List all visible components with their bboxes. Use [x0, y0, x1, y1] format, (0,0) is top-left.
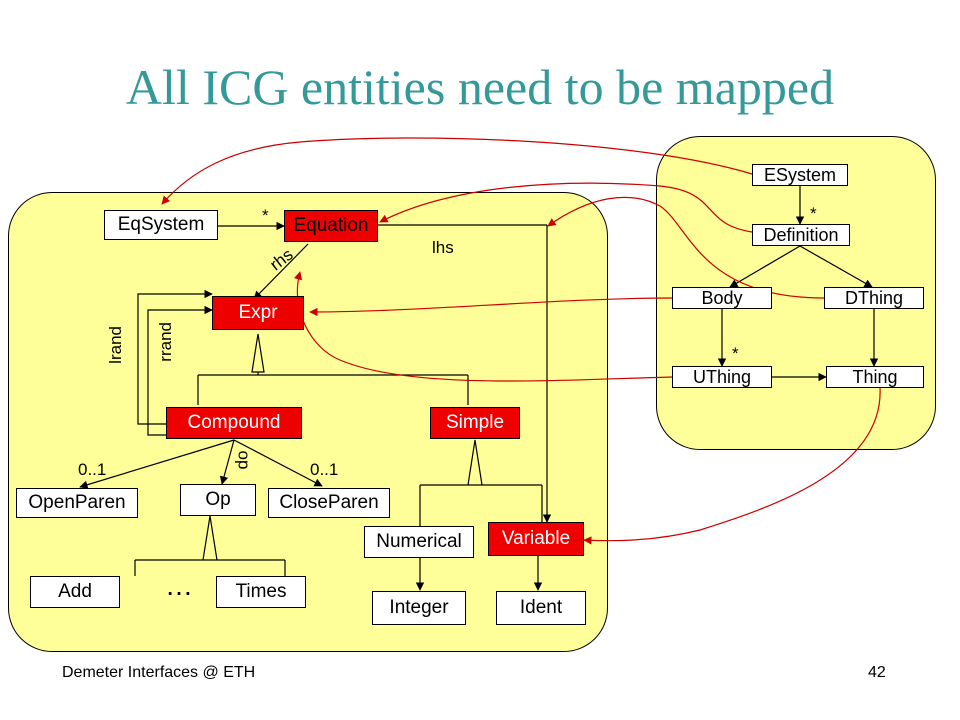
node-variable: Variable	[488, 522, 584, 556]
node-esystem: ESystem	[752, 164, 848, 186]
node-expr: Expr	[212, 296, 304, 330]
edge-op	[219, 439, 235, 485]
edge-rrand	[147, 305, 213, 436]
node-integer: Integer	[372, 591, 466, 625]
label-close-card: 0..1	[310, 460, 339, 479]
node-definition: Definition	[752, 224, 850, 246]
label-star-definition: *	[810, 204, 817, 223]
label-star: *	[262, 206, 269, 225]
label-open-card: 0..1	[78, 460, 107, 479]
node-openparen: OpenParen	[16, 488, 138, 518]
label-op-edge: op	[234, 450, 254, 470]
footer-text: Demeter Interfaces @ ETH	[62, 664, 256, 681]
node-uthing: UThing	[672, 366, 772, 388]
edge-lrand	[137, 289, 213, 425]
map-thing-variable	[583, 387, 881, 545]
node-dthing: DThing	[824, 287, 924, 309]
label-rrand: rrand	[156, 322, 175, 362]
edge-close	[233, 439, 323, 487]
node-ident: Ident	[496, 591, 586, 625]
edge-rhs	[253, 243, 309, 300]
node-add: Add	[30, 576, 120, 608]
node-op: Op	[180, 484, 256, 516]
page-number: 42	[868, 664, 886, 681]
inheritance-op	[134, 515, 286, 576]
slide-title: All ICG entities need to be mapped	[125, 59, 835, 115]
label-star-uthing: *	[732, 344, 739, 363]
node-equation: Equation	[284, 210, 378, 242]
map-body-expr	[309, 297, 673, 317]
node-simple: Simple	[430, 407, 520, 439]
node-closeparen: CloseParen	[268, 488, 390, 518]
map-uthing-rhs	[293, 271, 673, 382]
edge-definition-body	[729, 245, 801, 288]
inheritance-simple	[419, 439, 543, 526]
inheritance-expr	[197, 333, 469, 405]
node-body: Body	[672, 287, 772, 309]
ellipsis: …	[165, 570, 193, 601]
map-definition-equation	[379, 182, 753, 233]
node-compound: Compound	[166, 407, 302, 439]
node-times: Times	[216, 576, 306, 608]
edge-open	[79, 439, 235, 489]
map-dthing-variable	[547, 196, 825, 299]
label-lhs: lhs	[432, 238, 454, 257]
node-thing: Thing	[826, 366, 924, 388]
map-esystem-eqsystem	[161, 137, 753, 205]
node-eqsystem: EqSystem	[104, 210, 218, 240]
label-lrand: lrand	[106, 326, 125, 364]
node-numerical: Numerical	[364, 526, 474, 558]
edge-definition-dthing	[799, 245, 873, 288]
